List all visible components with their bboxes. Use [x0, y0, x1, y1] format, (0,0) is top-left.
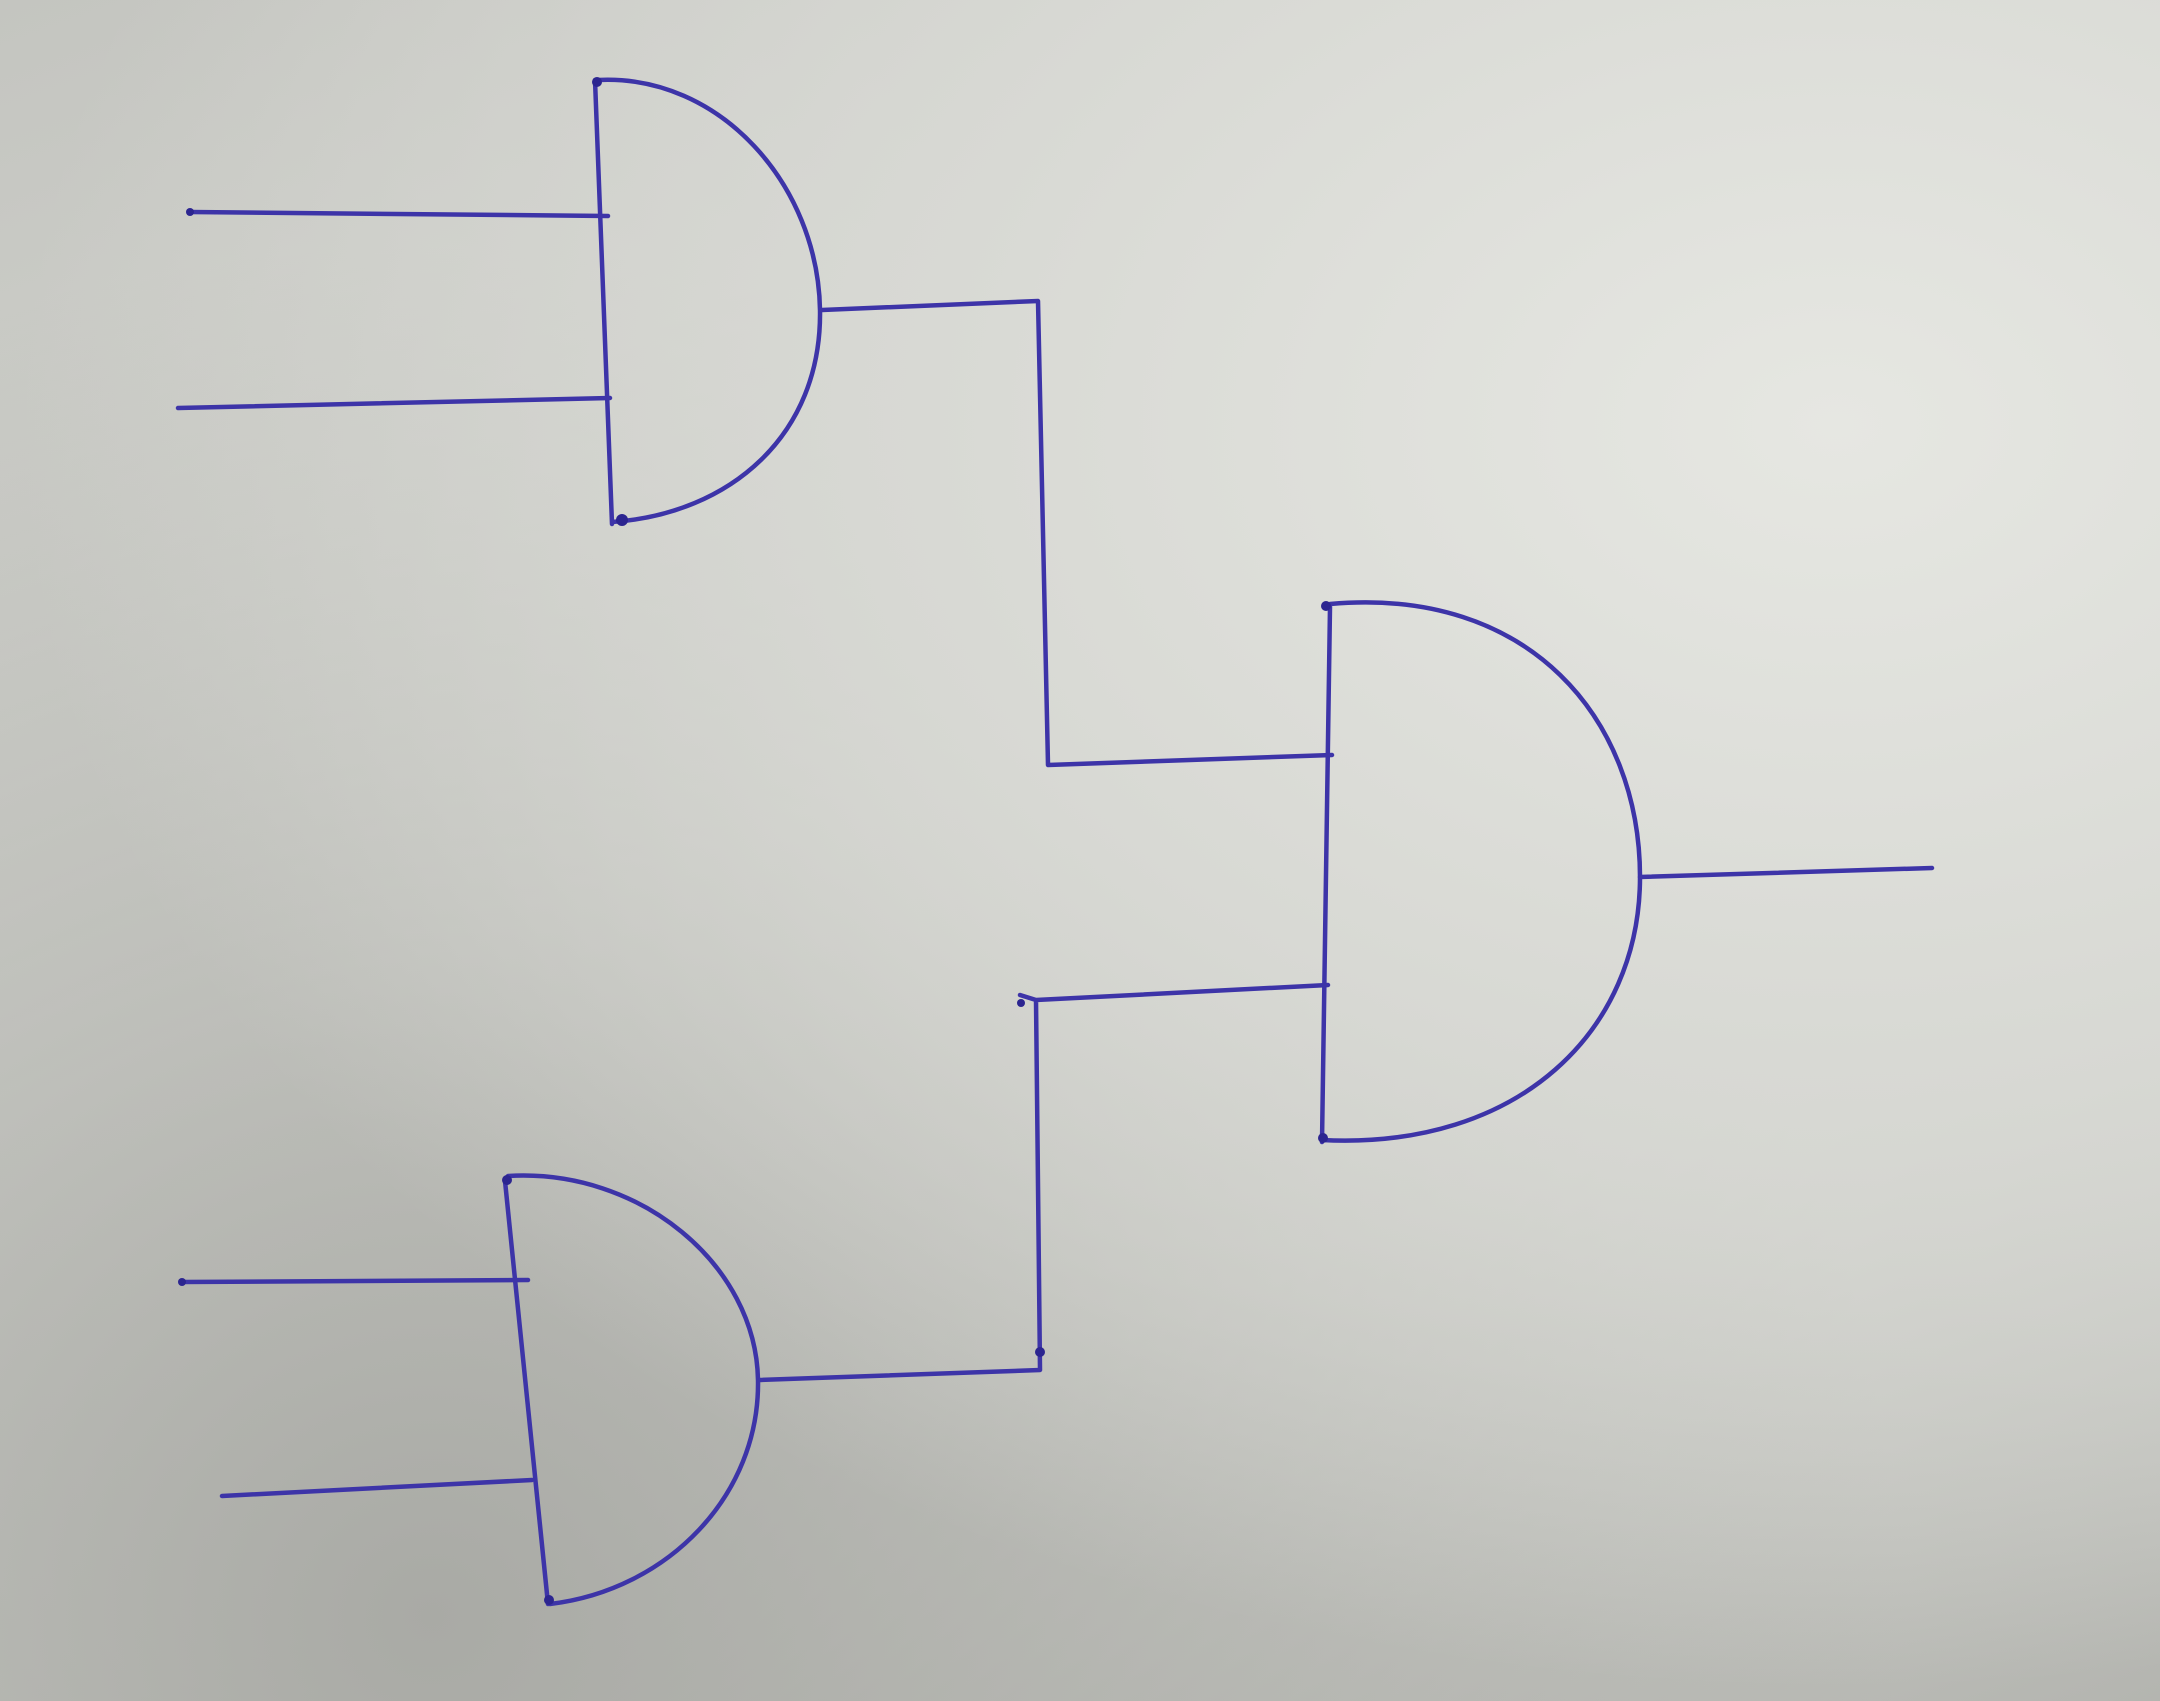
- and-gate-top-left-body: [592, 77, 823, 527]
- input-wire-4: [219, 1477, 535, 1499]
- and-gate-right-body: [1319, 600, 1643, 1145]
- ink-dot: [186, 208, 194, 216]
- ink-dot: [1035, 1347, 1045, 1357]
- input-wire-2: [175, 395, 613, 411]
- ink-dot: [592, 77, 602, 87]
- ink-dot: [1017, 999, 1025, 1007]
- ink-dots: [178, 77, 1331, 1605]
- output-wire: [1637, 865, 1935, 880]
- and-gate-bottom-left: [179, 1173, 761, 1607]
- ink-dot: [1321, 601, 1331, 611]
- and-gate-top-left: [175, 77, 823, 527]
- input-wire-3: [179, 1277, 531, 1285]
- ink-dot: [616, 514, 628, 526]
- wire-top-gate-to-right-gate: [819, 298, 1335, 768]
- ink-dot: [544, 1595, 554, 1605]
- wire-bottom-gate-to-right-gate: [757, 982, 1331, 1383]
- ink-dot: [1318, 1133, 1328, 1143]
- and-gate-right: [1319, 600, 1935, 1145]
- input-wire-1: [187, 209, 611, 219]
- ink-dot: [178, 1278, 186, 1286]
- ink-dot: [502, 1175, 512, 1185]
- and-gate-bottom-left-body: [502, 1173, 761, 1607]
